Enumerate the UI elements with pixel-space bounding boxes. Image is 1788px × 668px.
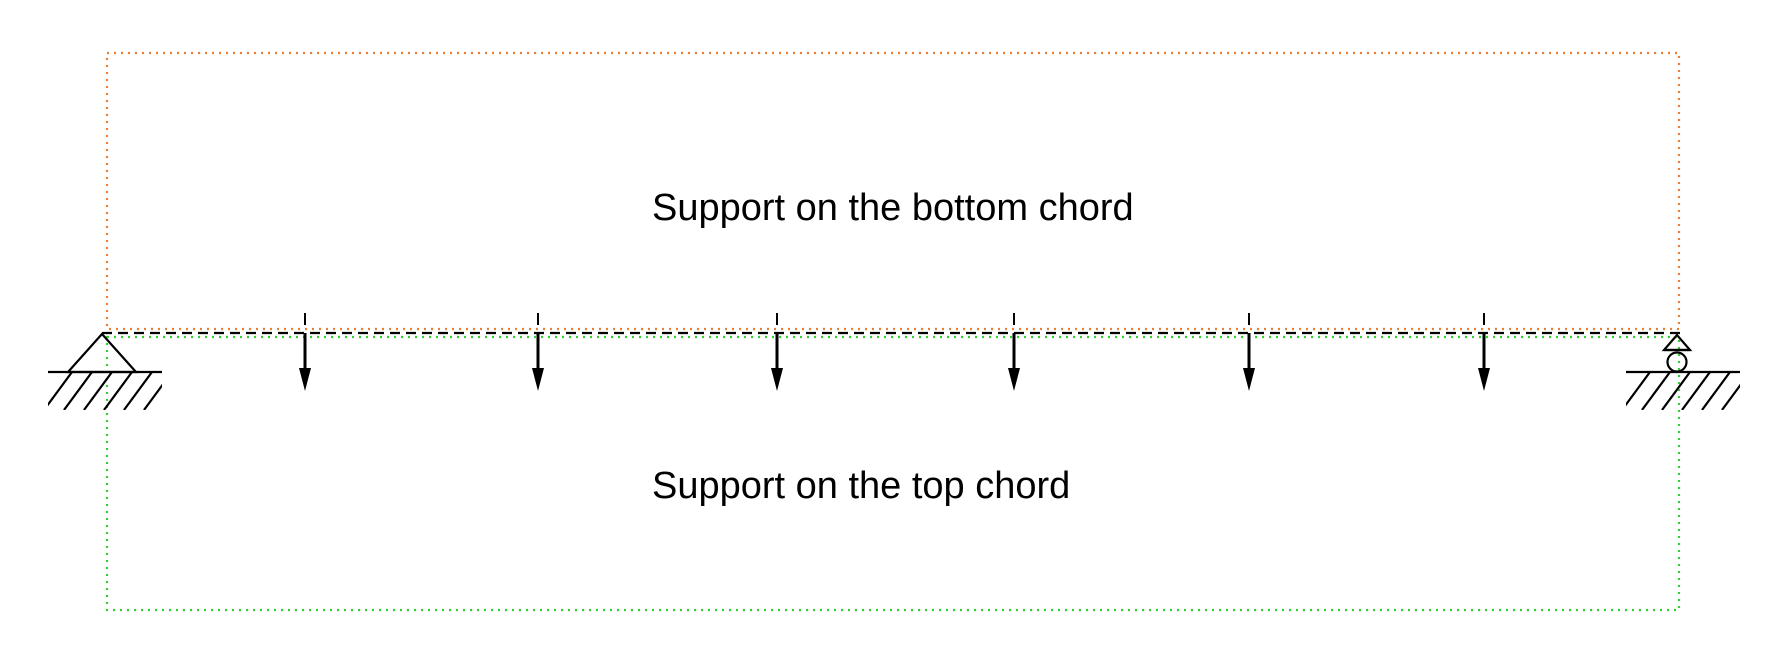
down-arrow-icon xyxy=(771,313,783,391)
top-chord-label: Support on the top chord xyxy=(652,465,1070,507)
load-arrows xyxy=(299,313,1490,391)
bottom-chord-region-box xyxy=(105,51,1681,331)
down-arrow-icon xyxy=(299,313,311,391)
down-arrow-icon xyxy=(532,313,544,391)
down-arrow-icon xyxy=(1478,313,1490,391)
roller-support-icon xyxy=(1626,333,1740,410)
top-chord-region-box xyxy=(105,335,1681,612)
down-arrow-icon xyxy=(1243,313,1255,391)
bottom-chord-label: Support on the bottom chord xyxy=(652,187,1134,229)
pinned-support-icon xyxy=(48,332,162,410)
down-arrow-icon xyxy=(1008,313,1020,391)
